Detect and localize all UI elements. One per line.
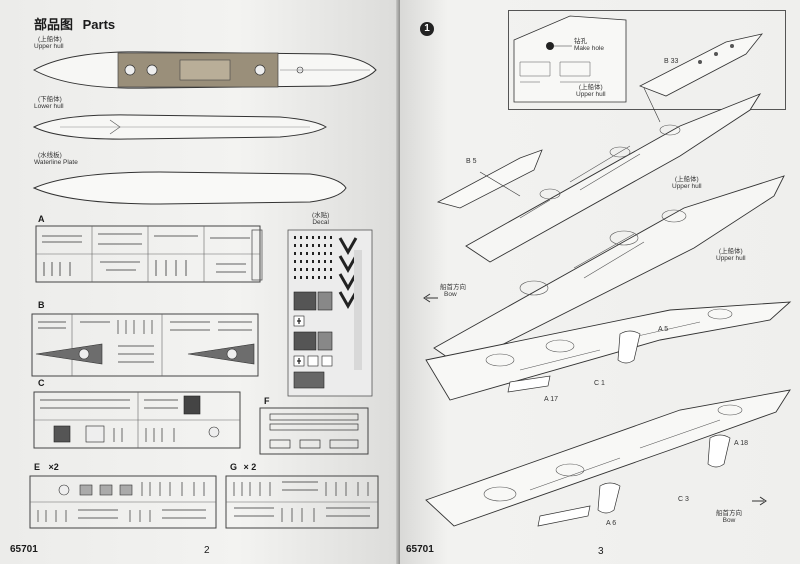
step-number-badge: 1 — [420, 22, 434, 36]
bow-direction-2: 船首方向 Bow — [716, 510, 742, 524]
upper-hull-label-1: (上船体) Upper hull — [672, 176, 702, 190]
part-b33-label: B 33 — [664, 58, 679, 65]
bow-direction-1: 船首方向 Bow — [426, 284, 466, 298]
upper-hull-2-en: Upper hull — [716, 255, 746, 262]
upper-hull-drawing — [32, 51, 377, 89]
page-number-right: 3 — [598, 546, 604, 557]
bow-arrow-2-icon — [752, 496, 767, 506]
bow-arrow-1-icon — [423, 293, 438, 303]
decal-label-en: Decal — [312, 219, 329, 226]
sprue-g-qty: × 2 — [243, 462, 257, 472]
sprue-g-label: G × 2 — [230, 462, 256, 472]
sprue-b-drawing — [31, 313, 259, 377]
sprue-e-label: E ×2 — [34, 462, 59, 472]
inset-upper-hull-en: Upper hull — [576, 91, 606, 98]
upper-hull-1-cn: (上船体) — [674, 176, 699, 183]
upper-hull-label-2: (上船体) Upper hull — [716, 248, 746, 262]
parts-title-en: Parts — [82, 17, 116, 32]
part-a6-label: A 6 — [606, 520, 617, 527]
decal-label-cn: (水贴) — [312, 212, 330, 219]
part-c1-label: C 1 — [594, 380, 605, 387]
parts-page: 部品图 Parts (上船体) Upper hull (下船体) Lower h… — [0, 0, 398, 564]
upper-hull-label-en: Upper hull — [34, 43, 64, 50]
waterline-label: (水线板) Waterline Plate — [34, 152, 78, 166]
assembly-page: 1 钻孔 Make hole (上船体) Upper hull B 33 B — [400, 0, 800, 564]
lower-hull-label-cn: (下船体) — [38, 96, 62, 103]
decal-sheet — [287, 229, 373, 397]
kit-number-right: 65701 — [406, 544, 434, 555]
drill-note-cn: 钻孔 — [574, 38, 587, 45]
parts-title-cn: 部品图 — [34, 17, 74, 32]
sprue-e-drawing — [29, 475, 217, 529]
upper-hull-label-cn: (上船体) — [38, 36, 62, 43]
part-a17-label: A 17 — [544, 396, 559, 403]
bow-direction-2-en: Bow — [722, 517, 736, 524]
sprue-e-letter: E — [34, 462, 41, 472]
sprue-f-label: F — [264, 396, 270, 406]
sprue-g-letter: G — [230, 462, 238, 472]
inset-upper-hull-cn: (上船体) — [578, 84, 603, 91]
part-c3-label: C 3 — [678, 496, 689, 503]
drill-inset-drawing — [513, 15, 627, 103]
decal-label: (水贴) Decal — [312, 212, 329, 226]
inset-upper-hull-label: (上船体) Upper hull — [576, 84, 606, 98]
sprue-a-drawing — [35, 225, 261, 283]
sprue-e-qty: ×2 — [48, 462, 59, 472]
upper-hull-1-en: Upper hull — [672, 183, 702, 190]
page-number-left: 2 — [204, 545, 210, 556]
upper-hull-assembly-drawing — [436, 87, 762, 263]
part-a18-label: A 18 — [734, 440, 749, 447]
sprue-g-drawing — [225, 475, 379, 529]
sprue-c-label: C — [38, 378, 45, 388]
lower-hull-assembly-1-drawing — [425, 301, 792, 401]
waterline-label-cn: (水线板) — [38, 152, 62, 159]
lower-hull-label: (下船体) Lower hull — [34, 96, 64, 110]
bow-direction-1-en: Bow — [444, 291, 457, 298]
sprue-c-drawing — [33, 391, 241, 449]
bow-direction-1-cn: 船首方向 — [440, 284, 466, 291]
lower-hull-label-en: Lower hull — [34, 103, 64, 110]
upper-hull-2-cn: (上船体) — [718, 248, 743, 255]
bow-deck-piece-drawing — [639, 33, 764, 97]
kit-number-left: 65701 — [10, 544, 38, 555]
part-a5-label: A 5 — [658, 326, 669, 333]
drill-note-en: Make hole — [574, 45, 604, 52]
bow-direction-2-cn: 船首方向 — [716, 510, 742, 517]
parts-title: 部品图 Parts — [34, 14, 115, 33]
lower-hull-assembly-2-drawing — [425, 389, 791, 527]
sprue-f-drawing — [259, 407, 369, 455]
lower-hull-drawing — [32, 114, 327, 140]
waterline-label-en: Waterline Plate — [34, 159, 78, 166]
drill-inset-frame — [508, 10, 786, 110]
sprue-a-tab — [251, 229, 263, 281]
part-b5-label: B 5 — [466, 158, 477, 165]
sprue-b-label: B — [38, 300, 45, 310]
sprue-a-label: A — [38, 214, 45, 224]
upper-hull-label: (上船体) Upper hull — [34, 36, 64, 50]
drill-note: 钻孔 Make hole — [574, 38, 604, 52]
waterline-plate-drawing — [32, 171, 347, 205]
